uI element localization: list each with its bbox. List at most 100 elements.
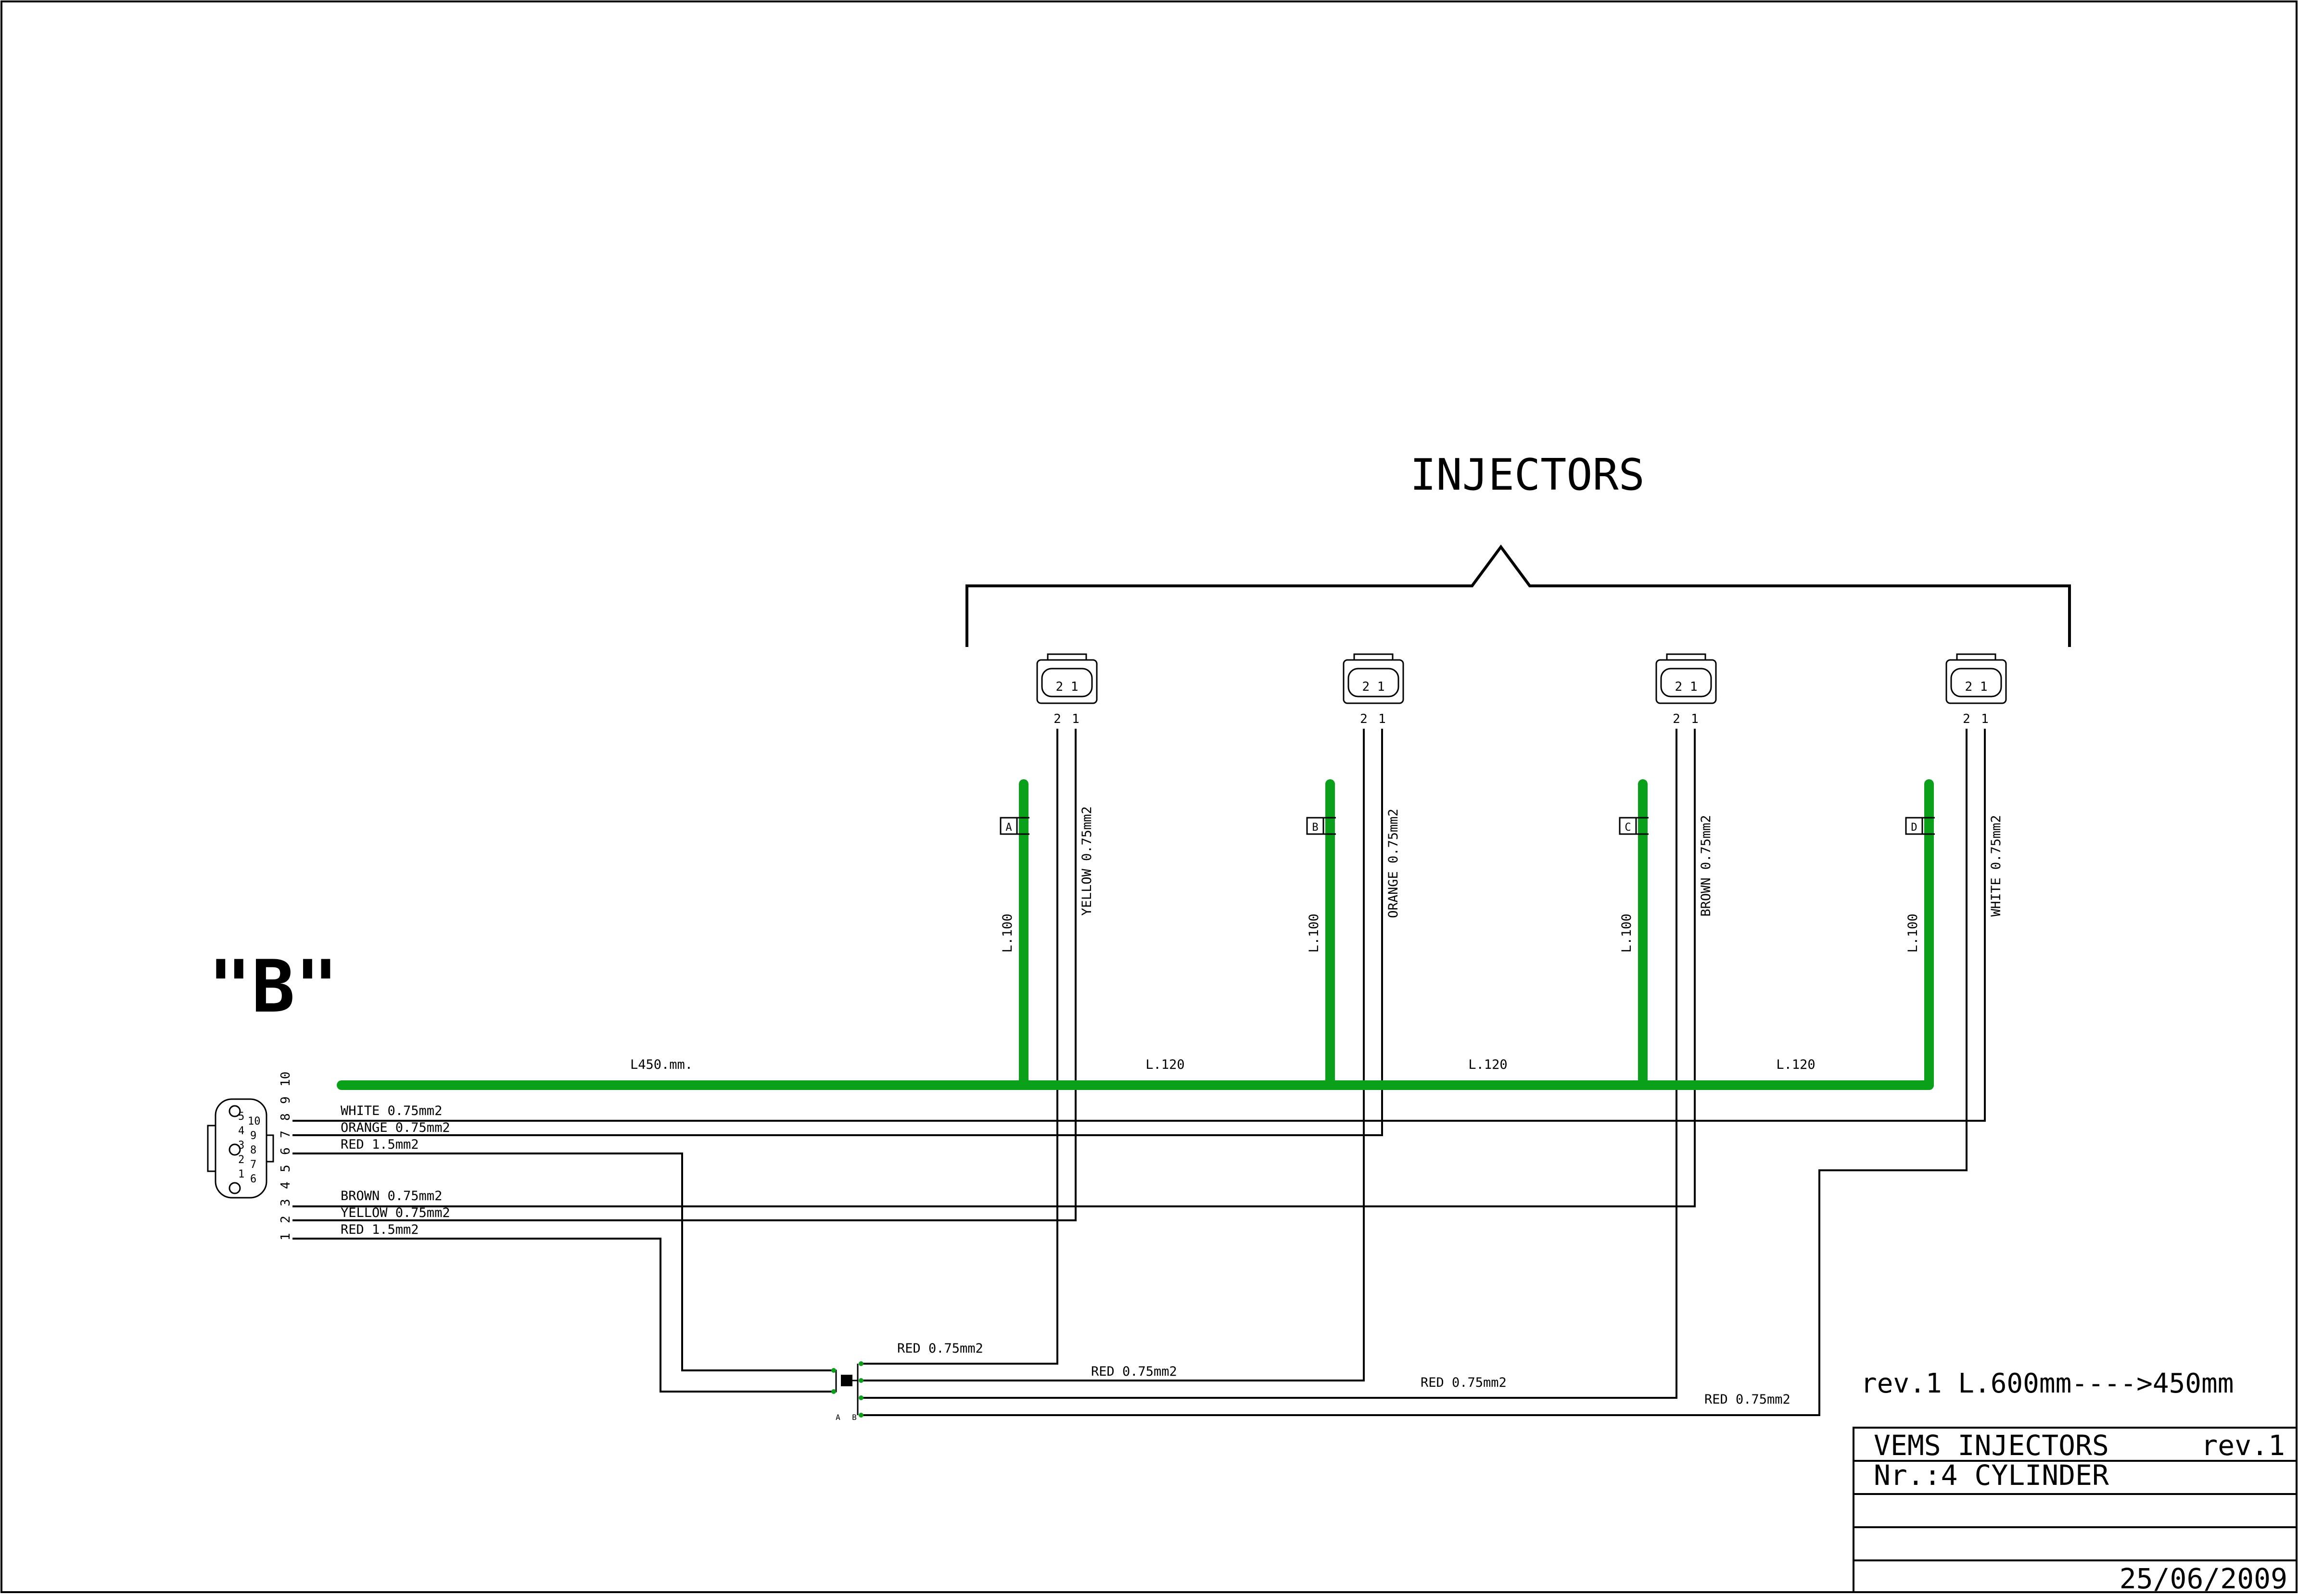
plug-cavity-number: 9 [250, 1130, 256, 1142]
plug-cavity-number: 5 [238, 1111, 244, 1123]
connector-body [1945, 659, 2007, 704]
title-block-date: 25/06/2009 [2120, 1562, 2287, 1594]
branch-tag-b: B [1306, 817, 1336, 835]
injector-connector-c: 2 1 [1655, 653, 1717, 704]
plug-pin-labels: 2 1 [1056, 680, 1079, 694]
connector-body [1343, 659, 1404, 704]
vertical-wire-label: YELLOW 0.75mm2 [1079, 806, 1094, 916]
red-feed-wire-pin1 [292, 1238, 834, 1393]
plug-latch [266, 1134, 274, 1163]
title-block-name: VEMS INJECTORS [1874, 1429, 2109, 1462]
plug-pin-labels: 2 1 [1965, 680, 1988, 694]
injector-b-pin-2: 2 [1360, 712, 1368, 726]
title-block-subtitle: Nr.:4 CYLINDER [1874, 1459, 2109, 1492]
tag-letter: D [1911, 822, 1917, 834]
tag-letter: B [1312, 822, 1318, 834]
branch-tag-d: D [1905, 817, 1935, 835]
tag-leader [1323, 817, 1336, 835]
plug-cavity-number: 10 [248, 1115, 261, 1127]
connector-wire-label: RED 1.5mm2 [341, 1222, 419, 1237]
red-power-wire-a [860, 729, 1058, 1365]
connector-pin-number: 1 [279, 1233, 293, 1241]
splice-side-b-label: B [852, 1413, 857, 1422]
title-block-rows [1854, 1460, 2297, 1561]
injector-connector-a: 2 1 [1036, 653, 1098, 704]
plug-cavity [229, 1143, 241, 1156]
splice-node [859, 1361, 863, 1366]
red-power-wire-b [860, 729, 1365, 1381]
connector-pin-number: 2 [279, 1216, 293, 1223]
connector-latch [1047, 653, 1087, 660]
plug-cavity-number: 8 [250, 1144, 256, 1156]
injector-connector-d: 2 1 [1945, 653, 2007, 704]
connector-b-plug: 1 2 3 4 5 6 7 8 9 10 [207, 1098, 274, 1199]
revision-note: rev.1 L.600mm---->450mm [1861, 1368, 2234, 1399]
connector-socket [1041, 668, 1093, 697]
plug-cavity-number: 4 [238, 1125, 244, 1137]
tag-leader [1017, 817, 1029, 835]
tag-letter: C [1625, 822, 1631, 834]
tag-leader [1636, 817, 1649, 835]
plug-cavity-number: 7 [250, 1159, 256, 1171]
title-block-rev: rev.1 [2201, 1429, 2285, 1462]
plug-pin-labels: 2 1 [1675, 680, 1698, 694]
splice-side-a-label: A [836, 1413, 840, 1422]
connector-wire-label: YELLOW 0.75mm2 [341, 1205, 450, 1220]
splice-block [841, 1375, 852, 1386]
segment-length: L.120 [1776, 1057, 1815, 1072]
plug-cavity-number: 6 [250, 1173, 256, 1185]
plug-cavity-number: 2 [238, 1154, 244, 1166]
connector-pin-number: 4 [279, 1181, 293, 1189]
plug-cavity-number: 1 [238, 1168, 244, 1180]
connector-wire-label: ORANGE 0.75mm2 [341, 1120, 450, 1135]
red-feed-wire-pin6 [292, 1153, 834, 1371]
splice: A B [831, 1361, 863, 1422]
injector-d-pin-2: 2 [1963, 712, 1970, 726]
splice-output-label: RED 0.75mm2 [1421, 1375, 1507, 1390]
segment-length: L.120 [1468, 1057, 1507, 1072]
splice-node [831, 1368, 836, 1373]
main-loom-length: L450.mm. [630, 1057, 693, 1072]
vertical-wire-label: BROWN 0.75mm2 [1699, 815, 1714, 916]
connector-body [1655, 659, 1717, 704]
red-power-wire-d [860, 729, 1968, 1416]
tag-box [1619, 817, 1637, 835]
splice-node [859, 1378, 863, 1383]
connector-wire-label: BROWN 0.75mm2 [341, 1189, 442, 1203]
diagram-title: INJECTORS [1410, 450, 1645, 500]
connector-latch [1956, 653, 1996, 660]
tag-letter: A [1005, 822, 1012, 834]
yellow-signal-wire [292, 729, 1077, 1221]
plug-tab [207, 1125, 216, 1172]
plug-pin-labels: 2 1 [1362, 680, 1385, 694]
plug-cavity [229, 1182, 241, 1194]
title-block: VEMS INJECTORS rev.1 Nr.:4 CYLINDER 25/0… [1853, 1427, 2298, 1595]
connector-pin-number: 6 [279, 1147, 293, 1155]
connector-socket [1950, 668, 2002, 697]
tag-box [1306, 817, 1324, 835]
white-signal-wire [292, 729, 1986, 1122]
connector-latch [1666, 653, 1706, 660]
splice-side-b [852, 1364, 859, 1415]
branch-tag-a: A [1000, 817, 1029, 835]
red-power-wire-c [860, 729, 1677, 1399]
splice-node [859, 1395, 863, 1400]
branch-length: L.100 [1619, 913, 1634, 952]
injector-b-pin-1: 1 [1378, 712, 1386, 726]
tag-box [1905, 817, 1923, 835]
connector-socket [1660, 668, 1712, 697]
plug-cavity-number: 3 [238, 1140, 244, 1152]
tag-leader [1922, 817, 1935, 835]
branch-length: L.100 [1307, 913, 1321, 952]
connector-wire-label: WHITE 0.75mm2 [341, 1103, 442, 1118]
injector-c-pin-1: 1 [1691, 712, 1699, 726]
connector-pin-number: 8 [279, 1113, 293, 1121]
injector-c-pin-2: 2 [1673, 712, 1680, 726]
branch-length: L.100 [1905, 913, 1920, 952]
connector-pin-number: 7 [279, 1130, 293, 1138]
splice-output-label: RED 0.75mm2 [897, 1341, 983, 1356]
connector-body [1036, 659, 1098, 704]
